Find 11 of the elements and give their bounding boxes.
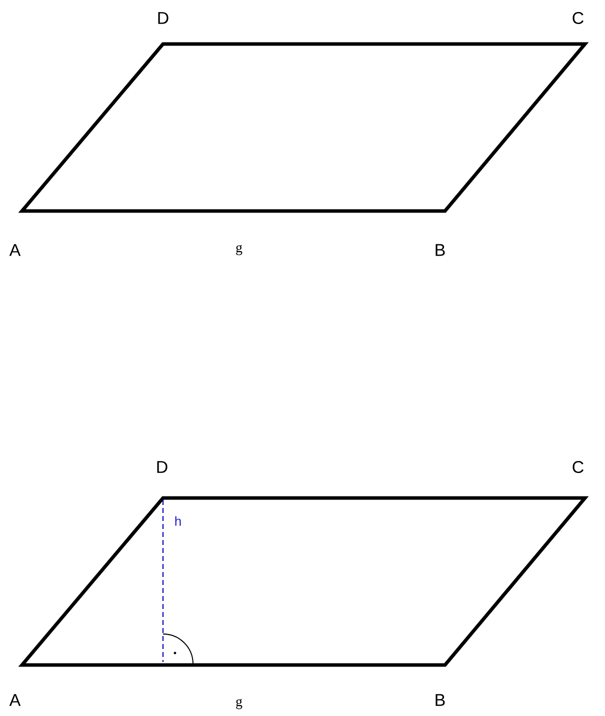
vertex-label: A: [9, 244, 21, 256]
side-label: g: [236, 698, 242, 710]
height-label: h: [175, 516, 181, 526]
vertex-label: B: [436, 694, 445, 706]
vertex-label: A: [9, 694, 21, 706]
vertex-label: C: [572, 12, 584, 24]
vertex-label: B: [436, 244, 445, 256]
side-label: g: [236, 244, 242, 256]
vertex-label: D: [158, 12, 168, 24]
vertex-label: D: [157, 461, 168, 473]
vertex-label: C: [572, 460, 584, 474]
